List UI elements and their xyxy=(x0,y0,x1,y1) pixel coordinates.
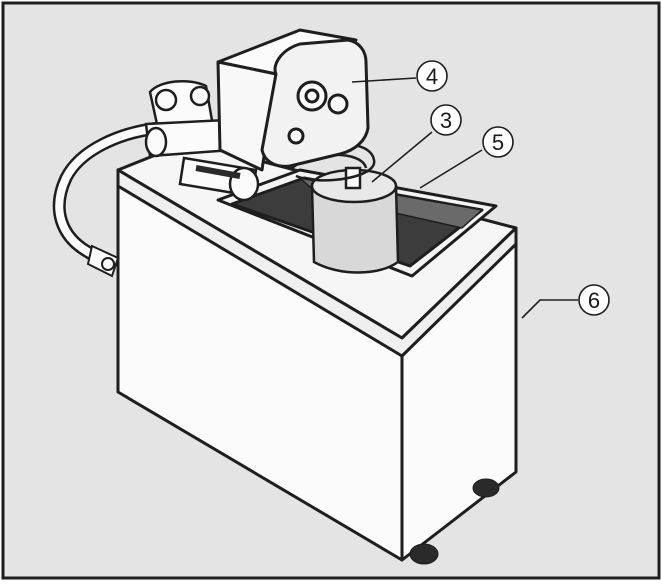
control-unit xyxy=(216,28,370,172)
wheels xyxy=(409,478,500,565)
svg-text:4: 4 xyxy=(426,64,438,89)
svg-text:6: 6 xyxy=(588,288,600,313)
callout-label-4: 4 xyxy=(416,60,448,92)
leader-lines xyxy=(351,77,578,319)
resin-tank xyxy=(310,166,400,274)
callout-label-3: 3 xyxy=(430,104,462,136)
callout-label-6: 6 xyxy=(578,284,610,316)
svg-text:3: 3 xyxy=(440,108,452,133)
callout-label-5: 5 xyxy=(482,126,514,158)
hose-connector xyxy=(86,244,120,278)
svg-text:5: 5 xyxy=(492,130,504,155)
hose xyxy=(52,121,167,269)
